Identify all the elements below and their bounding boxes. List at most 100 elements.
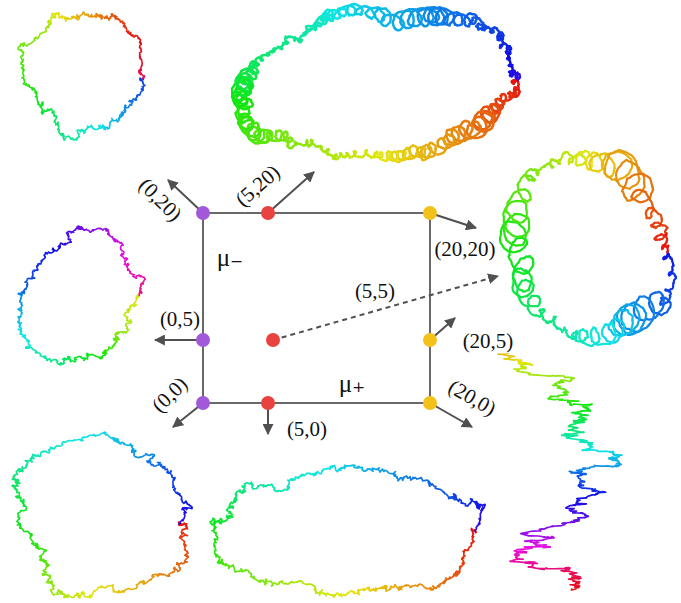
- polymer-segment: [566, 438, 586, 441]
- polymer-segment: [650, 210, 653, 217]
- polymer-segment: [589, 160, 591, 169]
- polymer-segment: [515, 258, 524, 266]
- polymer-segment: [301, 473, 307, 475]
- polymer-segment: [73, 228, 78, 232]
- polymer-segment: [41, 257, 45, 262]
- polymer-segment: [279, 581, 285, 584]
- polymer-segment: [631, 191, 636, 198]
- polymer-segment: [457, 499, 462, 503]
- polymer-segment: [244, 482, 251, 484]
- polymer-segment: [19, 323, 21, 327]
- polymer-segment: [506, 212, 515, 221]
- polymer-segment: [509, 201, 520, 204]
- polymer-segment: [619, 310, 627, 311]
- polymer-chain: [18, 12, 145, 140]
- parameter-label: (0,0): [146, 371, 194, 419]
- polymer-segment: [84, 130, 86, 134]
- axis-label: μ₊: [337, 370, 368, 398]
- polymer-segment: [291, 582, 297, 583]
- polymer-segment: [517, 370, 523, 372]
- polymer-segment: [443, 141, 447, 152]
- polymer-segment: [594, 465, 612, 468]
- polymer-segment: [25, 285, 27, 289]
- polymer-segment: [240, 126, 250, 129]
- polymer-chain: [210, 465, 485, 597]
- polymer-segment: [654, 223, 662, 226]
- polymer-segment: [514, 368, 526, 370]
- polymer-segment: [384, 470, 391, 473]
- polymer-segment: [655, 211, 661, 220]
- polymer-segment: [649, 311, 654, 325]
- polymer-segment: [408, 148, 411, 156]
- polymer-segment: [428, 481, 431, 486]
- polymer-segment: [576, 421, 583, 423]
- polymer-segment: [545, 526, 554, 529]
- polymer-segment: [619, 333, 630, 336]
- polymer-segment: [589, 343, 597, 346]
- polymer-segment: [179, 520, 182, 524]
- polymer-segment: [52, 592, 58, 595]
- polymer-segment: [52, 14, 55, 18]
- polymer-segment: [504, 359, 515, 360]
- polymer-segment: [126, 322, 132, 326]
- polymer-segment: [278, 489, 287, 491]
- polymer-segment: [517, 294, 528, 297]
- polymer-segment: [597, 451, 610, 452]
- polymer-segment: [233, 566, 237, 572]
- polymer-segment: [522, 303, 532, 306]
- polymer-segment: [408, 15, 413, 25]
- polymer-segment: [249, 138, 259, 140]
- polymer-segment: [18, 511, 21, 516]
- polymer-segment: [71, 359, 76, 361]
- polymer-segment: [377, 468, 381, 472]
- polymer-segment: [246, 570, 251, 575]
- polymer-segment: [571, 587, 578, 590]
- parameter-label: (5,0): [285, 418, 329, 441]
- polymer-segment: [605, 173, 615, 180]
- polymer-segment: [568, 402, 574, 405]
- polymer-segment: [553, 376, 565, 378]
- polymer-segment: [44, 357, 47, 361]
- polymer-segment: [596, 328, 599, 338]
- polymer-segment: [418, 584, 427, 588]
- polymer-segment: [610, 456, 620, 458]
- polymer-segment: [584, 450, 598, 451]
- polymer-segment: [140, 89, 144, 95]
- polymer-segment: [399, 153, 405, 162]
- polymer-segment: [66, 19, 67, 22]
- polymer-segment: [655, 306, 663, 318]
- polymer-segment: [347, 4, 352, 13]
- polymer-segment: [640, 198, 649, 202]
- polymer-segment: [579, 486, 592, 489]
- polymer-segment: [535, 538, 554, 541]
- polymer-segment: [333, 466, 337, 472]
- polymer-segment: [524, 266, 532, 273]
- polymer-segment: [346, 153, 348, 155]
- polymer-segment: [475, 526, 477, 531]
- parameter-label: (5,5): [353, 280, 397, 303]
- polymer-segment: [537, 167, 543, 172]
- polymer-segment: [65, 595, 68, 597]
- polymer-segment: [663, 295, 664, 306]
- parameter-label: (20,20): [432, 238, 497, 261]
- polymer-segment: [255, 126, 260, 137]
- polymer-segment: [266, 133, 270, 142]
- polymer-segment: [576, 152, 582, 158]
- polymer-chain: [18, 226, 145, 365]
- polymer-segment: [534, 541, 539, 543]
- polymer-segment: [382, 15, 394, 19]
- polymer-segment: [375, 9, 380, 18]
- polymer-segment: [259, 485, 265, 487]
- polymer-segment: [616, 171, 618, 182]
- polymer-segment: [253, 486, 259, 489]
- state-dot: [196, 333, 210, 347]
- polymer-segment: [569, 471, 575, 473]
- parameter-label: (20,0): [443, 374, 502, 421]
- polymer-segment: [575, 422, 584, 424]
- polymer-segment: [300, 581, 307, 584]
- axis-label: μ₋: [215, 244, 246, 272]
- polymer-segment: [514, 267, 525, 274]
- polymer-segment: [524, 256, 532, 258]
- polymer-segment: [586, 494, 598, 498]
